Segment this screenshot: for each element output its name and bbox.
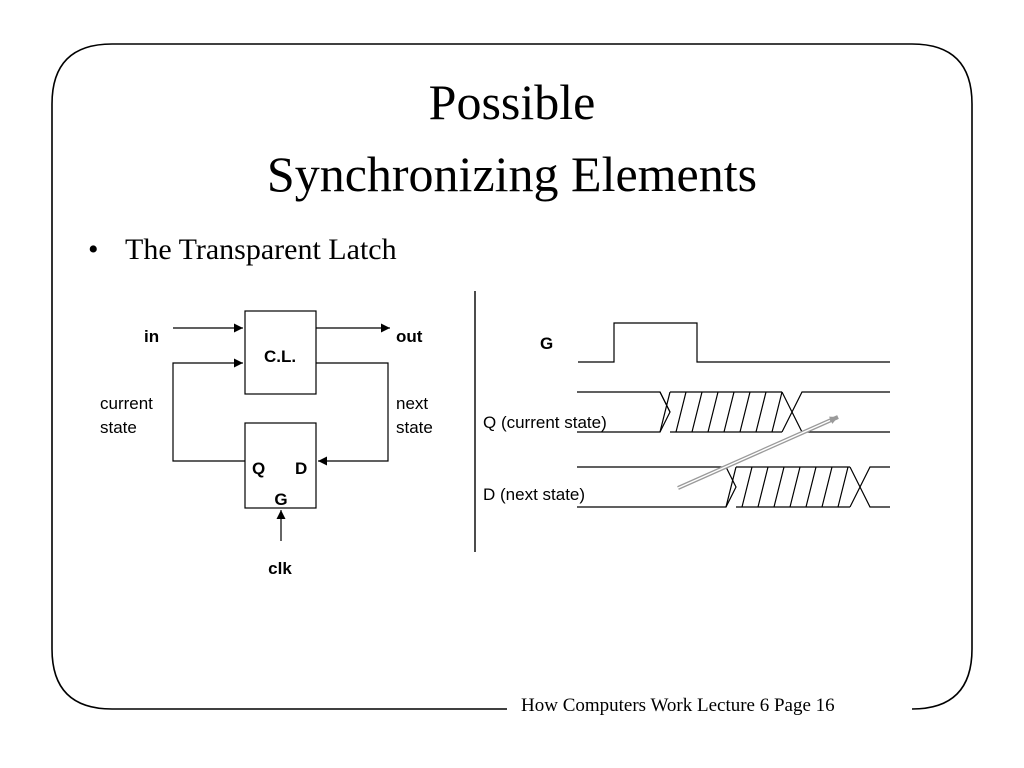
propagation-arrow-highlight xyxy=(677,419,831,489)
current-state-label-2: state xyxy=(100,418,137,437)
latch-g-label: G xyxy=(274,490,287,509)
d-hatch xyxy=(741,466,849,508)
latch-block xyxy=(244,422,317,509)
q-waveform xyxy=(577,391,890,433)
clk-label: clk xyxy=(268,559,292,578)
timing-diagram xyxy=(577,322,890,508)
g-signal-label: G xyxy=(540,334,553,353)
next-state-label-1: next xyxy=(396,394,428,413)
next-state-label-2: state xyxy=(396,418,433,437)
cl-label: C.L. xyxy=(264,347,296,366)
q-hatch xyxy=(675,391,783,433)
g-waveform xyxy=(578,322,890,363)
footer-text: How Computers Work Lecture 6 Page 16 xyxy=(521,695,835,716)
bullet-marker: • xyxy=(88,233,99,266)
slide-border xyxy=(51,43,973,710)
latch-q-label: Q xyxy=(252,459,265,478)
next-state-wire xyxy=(316,362,389,466)
d-signal-label: D (next state) xyxy=(483,485,585,504)
title-line-1: Possible xyxy=(429,74,596,130)
title-line-2: Synchronizing Elements xyxy=(267,146,757,202)
out-label: out xyxy=(396,327,423,346)
timing-labels: G Q (current state) D (next state) xyxy=(483,334,607,504)
bullet-text: The Transparent Latch xyxy=(125,233,397,266)
cl-block xyxy=(244,310,317,395)
in-label: in xyxy=(144,327,159,346)
circuit-labels: in out C.L. current state next state Q D… xyxy=(100,327,433,578)
d-waveform xyxy=(577,466,890,508)
latch-circuit xyxy=(172,310,390,541)
current-state-label-1: current xyxy=(100,394,153,413)
latch-d-label: D xyxy=(295,459,307,478)
current-state-wire xyxy=(172,358,245,462)
q-signal-label: Q (current state) xyxy=(483,413,607,432)
